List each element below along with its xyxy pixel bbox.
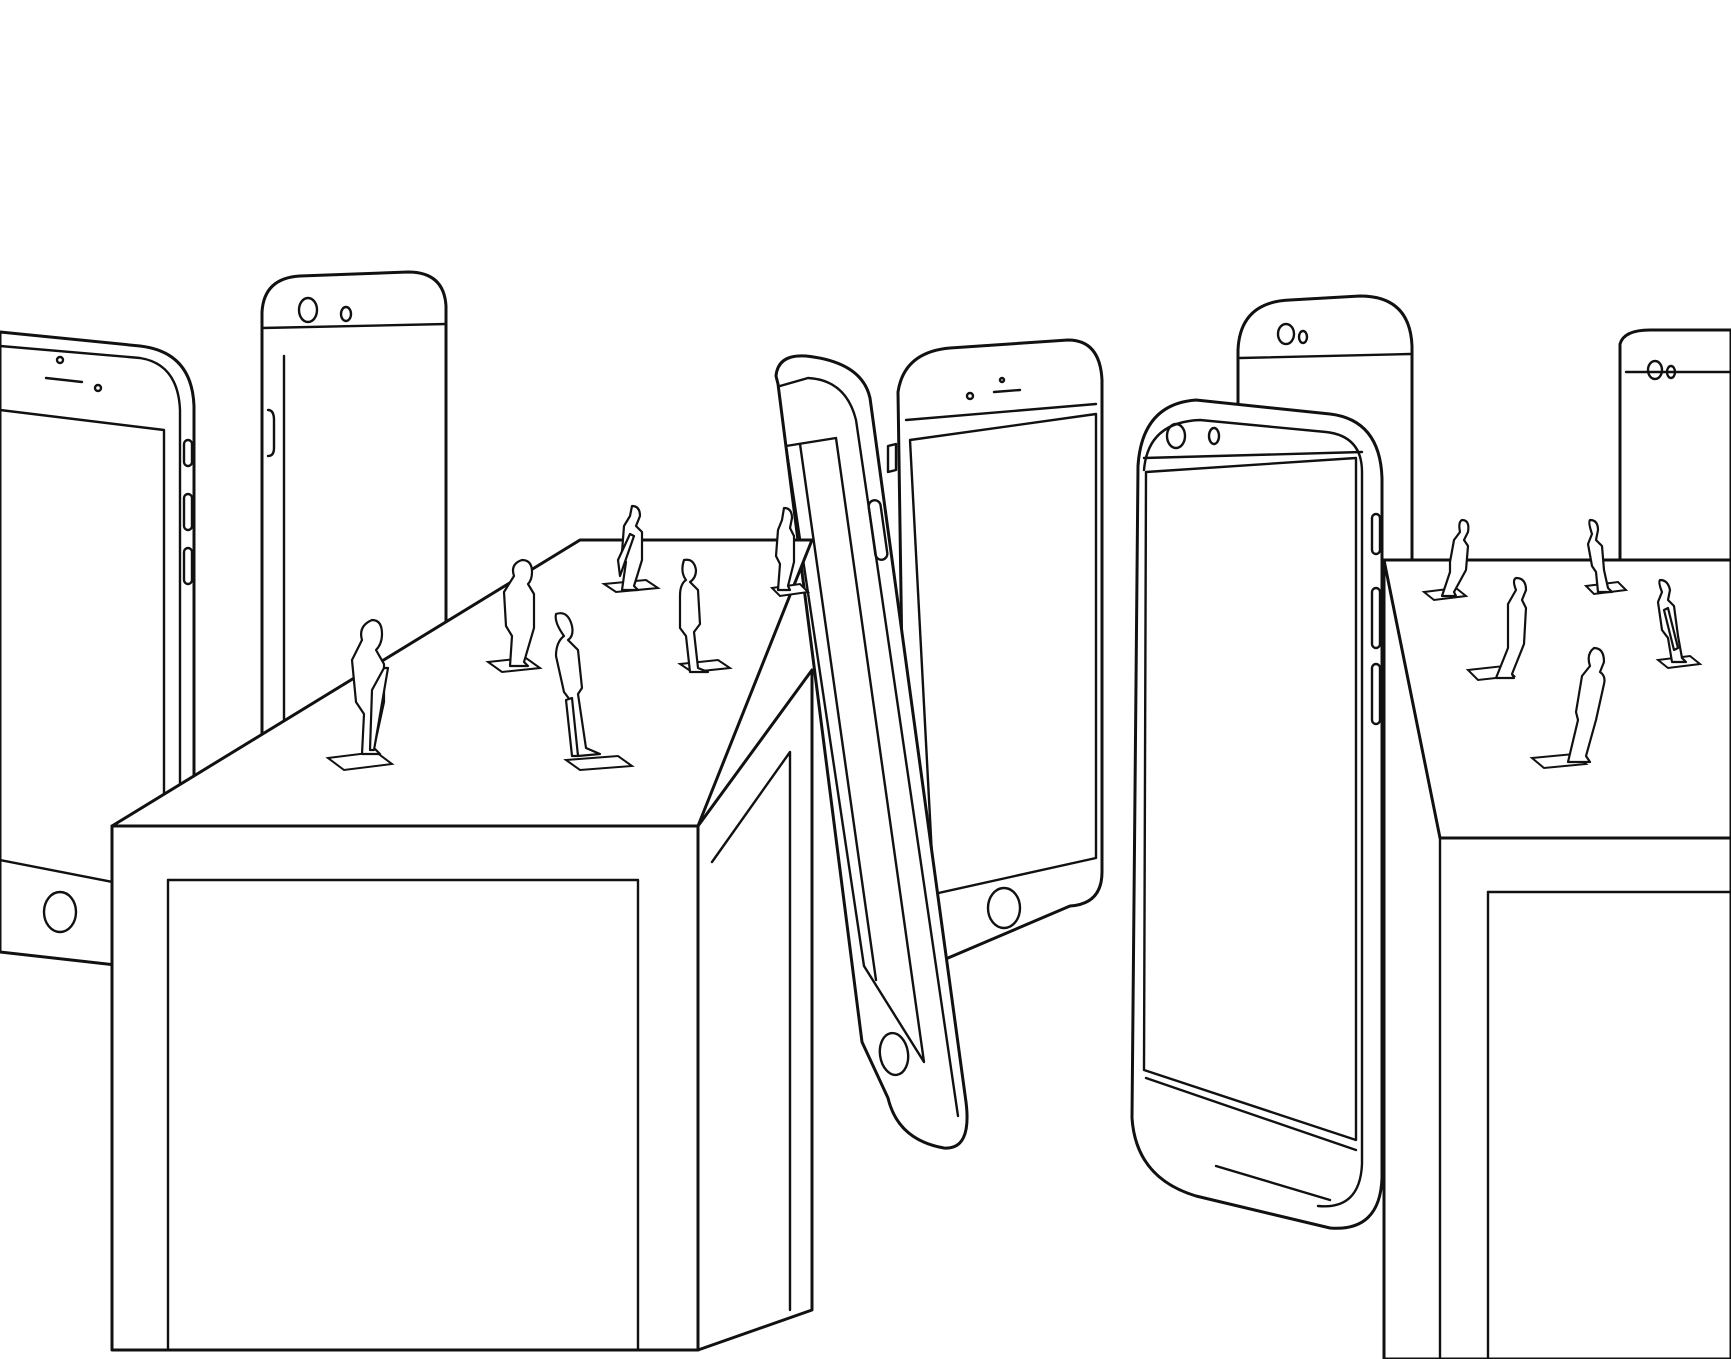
figure-person: [1529, 646, 1606, 770]
display-table-right: [1382, 558, 1731, 1359]
figure-person: [677, 558, 733, 674]
phone-front-right: [1130, 398, 1384, 1230]
figurines-right-table: [1421, 518, 1703, 770]
display-table-left: [110, 538, 814, 1352]
phone-back-left: [260, 270, 448, 762]
figure-person: [554, 612, 635, 772]
figure-person: [1421, 518, 1470, 602]
figure-person: [485, 558, 543, 674]
figurines-left-table: [325, 504, 811, 772]
figure-person: [1583, 518, 1629, 596]
figure-person: [1655, 578, 1703, 670]
figure-person: [1465, 576, 1528, 682]
figure-person: [601, 504, 661, 594]
phone-tilted: [774, 354, 969, 1150]
phone-back-far-right: [1618, 328, 1731, 562]
figure-person: [325, 618, 395, 772]
figure-person: [769, 506, 811, 598]
